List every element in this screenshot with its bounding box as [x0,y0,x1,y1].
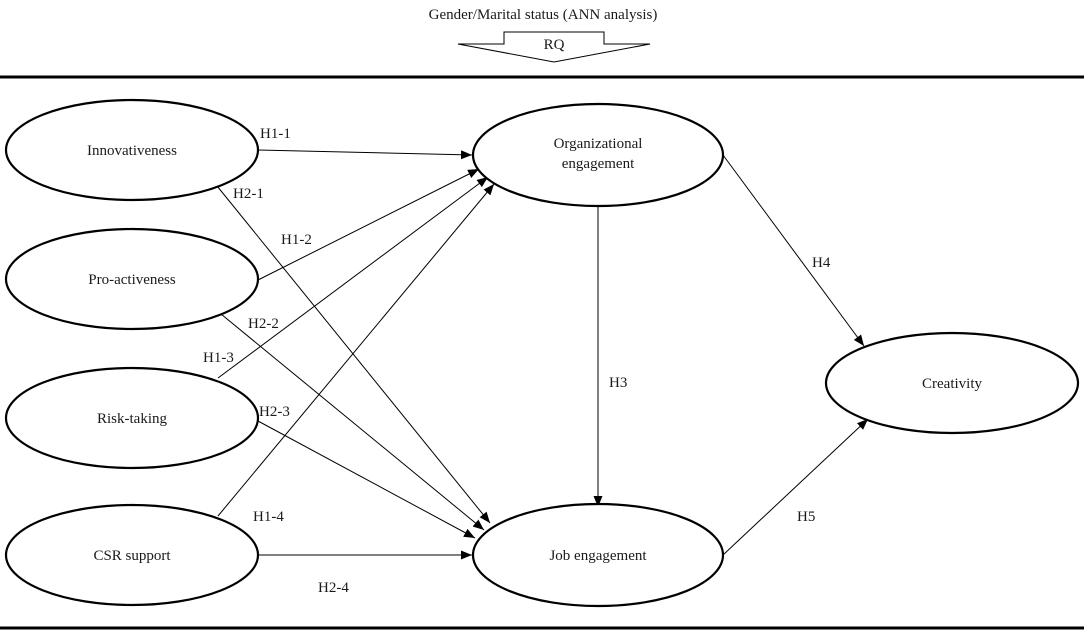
edge-label-h1-4: H1-4 [253,509,284,525]
node-creativity: Creativity [824,331,1080,435]
edge-h2-3: H2-3 [257,404,476,539]
node-creativity-label: Creativity [922,376,982,392]
edge-h1-1: H1-1 [257,126,473,160]
rq-arrow [457,31,651,63]
edge-label-h5: H5 [797,509,815,525]
edge-h3: H3 [593,202,627,507]
node-org-label-line1: Organizational [554,136,643,152]
node-job-engagement-label: Job engagement [549,548,647,564]
edge-label-h2-1: H2-1 [233,186,264,202]
edge-h1-2: H1-2 [257,168,480,281]
edge-h2-4: H2-4 [258,550,472,596]
node-innovativeness: Innovativeness [4,98,260,202]
edge-label-h4: H4 [812,255,831,271]
edge-label-h2-4: H2-4 [318,580,349,596]
edge-h2-1: H2-1 [212,180,491,524]
edge-label-h2-3: H2-3 [259,404,290,420]
edge-h1-4: H1-4 [217,183,495,525]
edge-h5: H5 [722,418,869,556]
edge-h2-2: H2-2 [220,313,485,531]
edge-label-h1-1: H1-1 [260,126,291,142]
node-organizational-engagement: Organizational engagement [471,102,725,208]
header-title: Gender/Marital status (ANN analysis) [429,7,658,23]
node-org-label-line2: engagement [562,156,635,172]
edge-label-h1-3: H1-3 [203,350,234,366]
node-risk-taking-label: Risk-taking [97,411,167,427]
node-proactiveness: Pro-activeness [4,227,260,331]
node-risk-taking: Risk-taking [4,366,260,470]
edge-label-h2-2: H2-2 [248,316,279,332]
node-csr-support: CSR support [4,503,260,607]
node-csr-support-label: CSR support [93,548,171,564]
node-proactiveness-label: Pro-activeness [88,272,176,288]
rq-label: RQ [544,37,565,53]
edge-label-h3: H3 [609,375,627,391]
node-job-engagement: Job engagement [471,502,725,608]
edge-label-h1-2: H1-2 [281,232,312,248]
node-innovativeness-label: Innovativeness [87,143,177,159]
edge-h4: H4 [722,154,865,347]
edge-h1-3: H1-3 [203,176,489,379]
